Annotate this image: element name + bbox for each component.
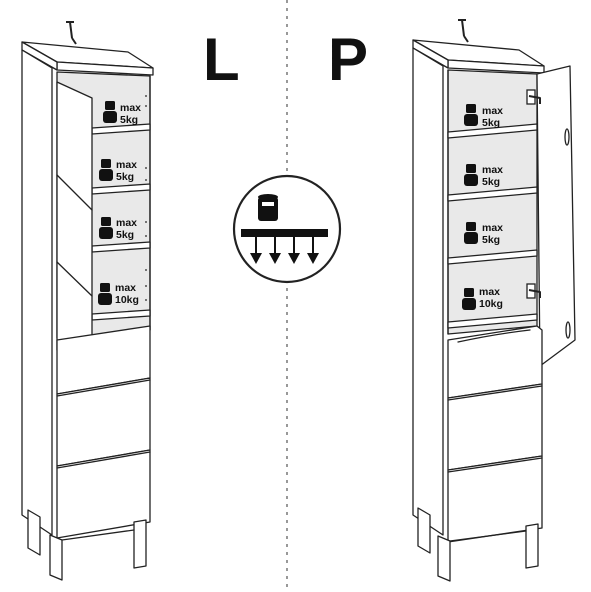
left-shelf-pin-holes — [145, 95, 147, 301]
left-cabinet — [21, 21, 154, 581]
weight-distribution-icon — [232, 174, 342, 284]
variant-left-label: L — [203, 26, 240, 93]
right-cabinet-side — [412, 47, 444, 536]
weight-icon — [100, 283, 110, 292]
weight-icon — [464, 288, 474, 297]
weight-icon — [101, 217, 111, 226]
right-load-label-4: max 10kg — [462, 286, 503, 310]
right-load-value-1: 5kg — [482, 117, 500, 129]
right-open-door — [536, 65, 576, 367]
left-load-value-3: 5kg — [116, 229, 134, 241]
right-load-value-2: 5kg — [482, 176, 500, 188]
right-load-max-3: max — [482, 222, 503, 234]
right-load-label-3: max 5kg — [464, 222, 503, 246]
left-leg-back — [27, 509, 41, 556]
right-shelf-2 — [447, 186, 538, 202]
right-shelf-4 — [447, 313, 538, 329]
weight-icon — [466, 104, 476, 113]
left-load-max-1: max — [120, 102, 141, 114]
right-cabinet — [412, 19, 576, 582]
weight-icon — [101, 159, 111, 168]
right-drawer-handle-cutout — [457, 329, 531, 343]
right-hinge-bottom — [526, 283, 541, 299]
weight-icon — [466, 222, 476, 231]
right-hinge-top — [526, 89, 541, 105]
left-leg-front-left — [49, 534, 63, 581]
right-drawer-2 — [447, 383, 543, 471]
left-cabinet-side — [21, 49, 53, 536]
right-load-label-1: max 5kg — [464, 104, 503, 129]
right-door-hinge-cup-bottom — [565, 321, 571, 339]
right-load-max-2: max — [482, 164, 503, 176]
right-shelf-3 — [447, 249, 538, 265]
left-load-label-1: max 5kg — [103, 101, 141, 126]
left-drawer-3 — [56, 449, 151, 539]
left-hanging-hook — [66, 21, 77, 45]
left-load-label-2: max 5kg — [99, 159, 137, 183]
right-load-value-4: 10kg — [479, 298, 503, 310]
right-leg-front-left — [437, 535, 451, 582]
weight-icon — [466, 164, 476, 173]
right-load-label-2: max 5kg — [464, 164, 503, 188]
left-load-label-4: max 10kg — [98, 282, 139, 306]
left-load-label-3: max 5kg — [99, 217, 137, 241]
right-leg-front-right — [525, 523, 539, 569]
right-load-value-3: 5kg — [482, 234, 500, 246]
left-load-value-2: 5kg — [116, 171, 134, 183]
right-drawer-3 — [447, 455, 543, 543]
left-load-labels: max 5kg max 5kg max 5kg max 10kg — [98, 101, 141, 306]
right-load-max-4: max — [479, 286, 500, 298]
right-hanging-hook — [458, 19, 469, 43]
left-load-max-4: max — [115, 282, 136, 294]
weight-icon — [105, 101, 115, 110]
left-open-door — [56, 81, 93, 379]
left-load-value-1: 5kg — [120, 114, 138, 126]
right-door-hinge-cup-top — [564, 128, 570, 146]
left-load-max-2: max — [116, 159, 137, 171]
right-drawer-1 — [447, 325, 543, 399]
left-load-max-3: max — [116, 217, 137, 229]
right-load-labels: max 5kg max 5kg max 5kg max 10kg — [462, 104, 503, 310]
left-load-value-4: 10kg — [115, 294, 139, 306]
left-leg-front-right — [133, 519, 147, 569]
right-load-max-1: max — [482, 105, 503, 117]
variant-right-label: P — [328, 26, 368, 93]
right-leg-back — [417, 507, 431, 554]
